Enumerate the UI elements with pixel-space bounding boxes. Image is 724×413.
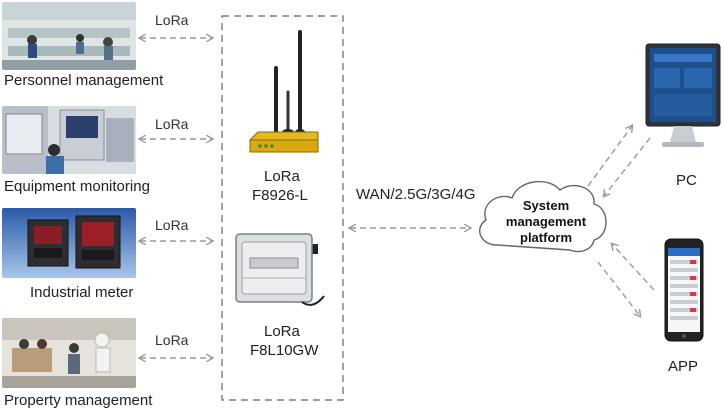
gateway2-line2: F8L10GW — [250, 342, 319, 359]
app-arrow-down — [597, 261, 640, 316]
gateway1-line2: F8926-L — [252, 187, 308, 204]
meter-photo — [2, 208, 136, 278]
pc-monitor-icon — [645, 43, 721, 147]
router-icon — [249, 30, 319, 153]
lora-label-1: LoRa — [155, 12, 189, 28]
outdoor-gateway-icon — [235, 233, 325, 306]
pc-arrow-up — [587, 126, 632, 187]
source-label-equipment: Equipment monitoring — [4, 178, 150, 195]
platform-line2: management — [505, 214, 587, 229]
source-label-personnel: Personnel management — [4, 72, 164, 89]
app-label: APP — [668, 358, 699, 375]
gateway1-line1: LoRa — [264, 168, 300, 185]
lora-label-2: LoRa — [155, 116, 189, 132]
lora-label-4: LoRa — [155, 332, 189, 348]
cloud-shape — [479, 180, 607, 253]
source-label-meter: Industrial meter — [30, 284, 134, 301]
pc-arrow-down — [604, 137, 651, 196]
platform-label: System management platform — [496, 198, 596, 246]
lora-label-3: LoRa — [155, 217, 189, 233]
platform-line1: System — [522, 198, 570, 213]
personnel-photo — [2, 2, 136, 70]
platform-line3: platform — [520, 230, 572, 245]
smartphone-icon — [664, 238, 704, 342]
equipment-photo — [2, 106, 136, 174]
source-label-property: Property management — [4, 392, 153, 409]
property-photo — [2, 318, 136, 388]
pc-label: PC — [676, 172, 697, 189]
gateway2-line1: LoRa — [264, 323, 300, 340]
uplink-label: WAN/2.5G/3G/4G — [356, 186, 476, 203]
gateway-group-box — [221, 15, 344, 401]
app-arrow-up — [612, 244, 655, 291]
